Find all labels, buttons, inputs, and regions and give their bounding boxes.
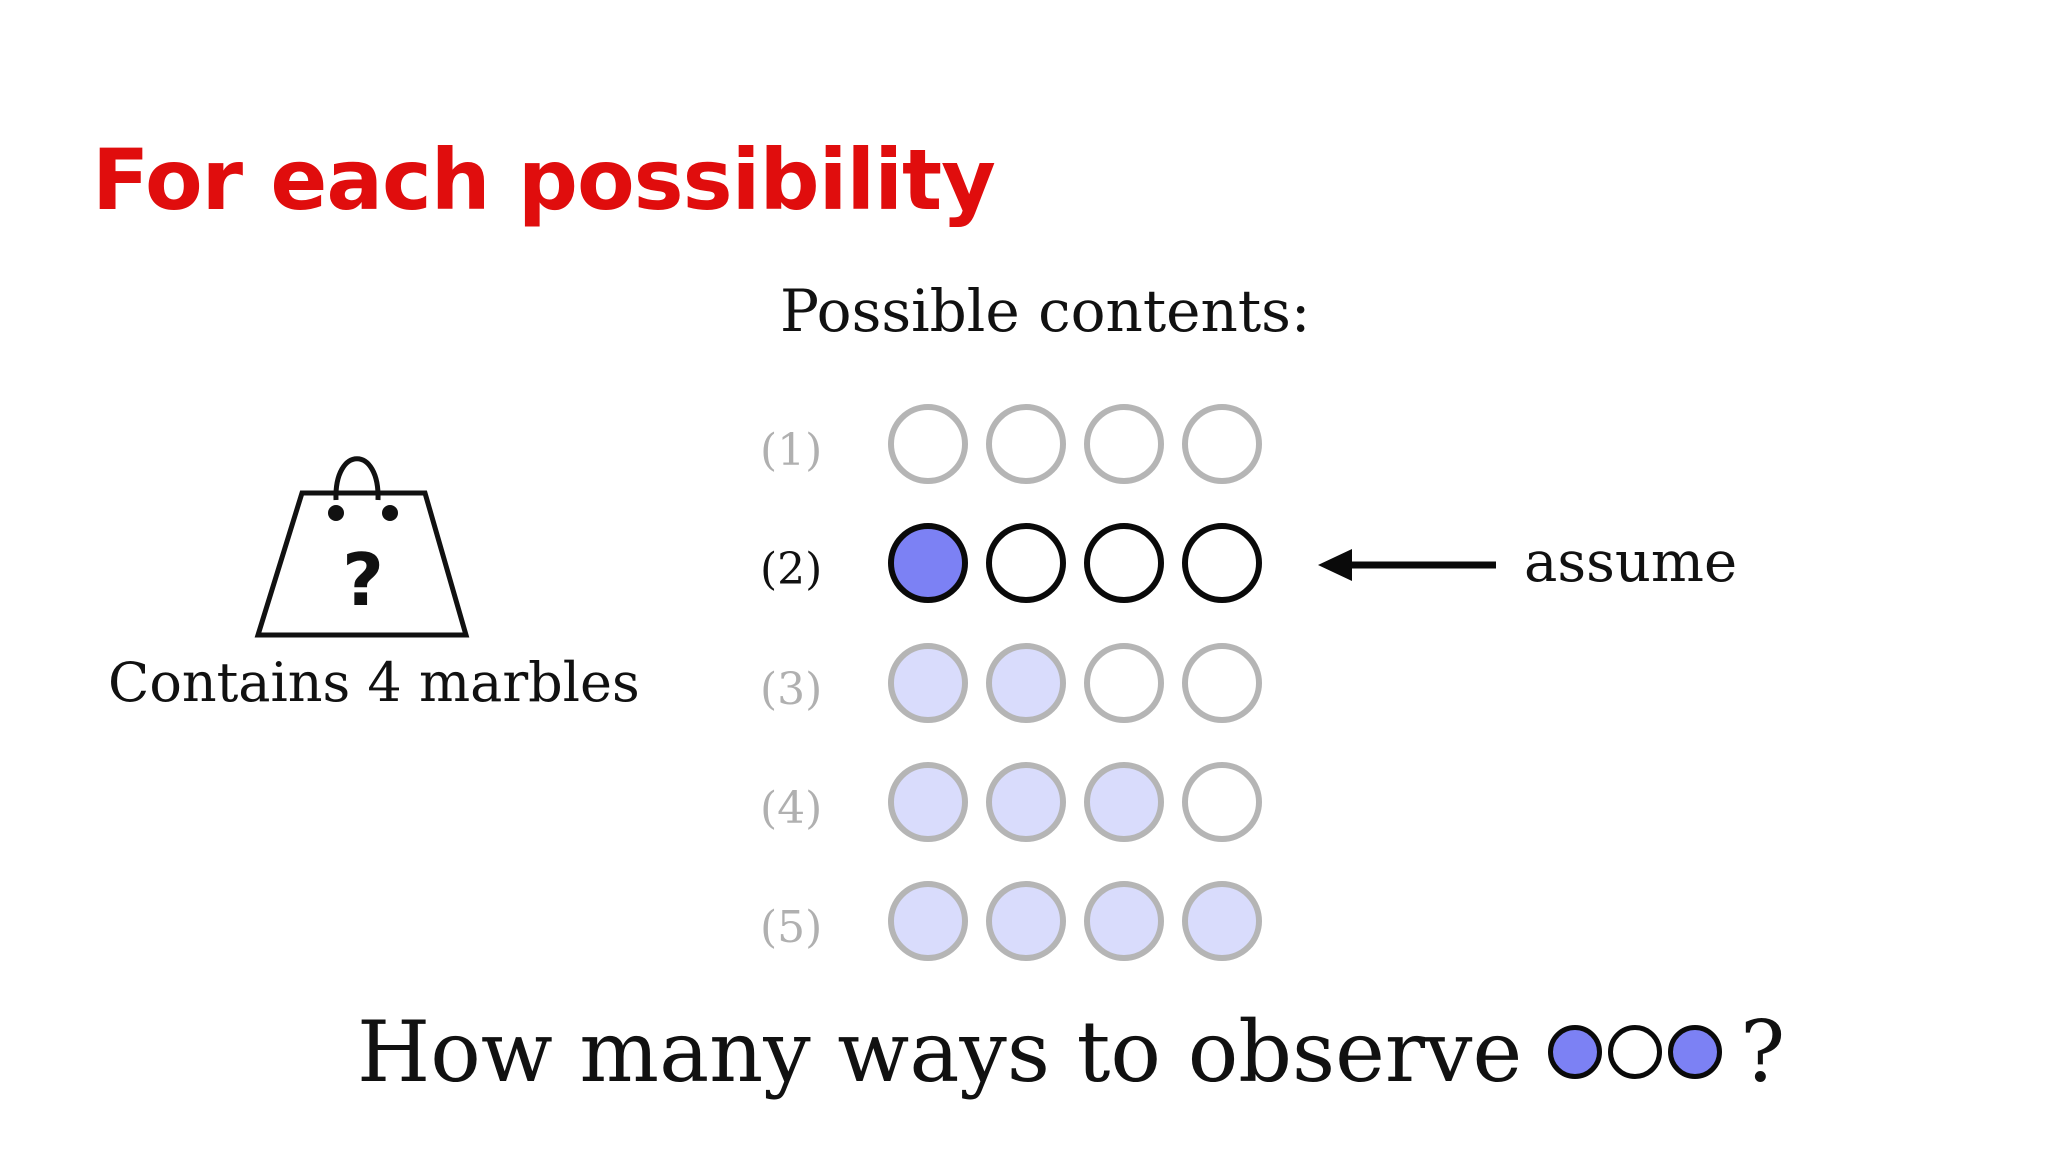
marble-set (888, 523, 1262, 603)
possibility-row: (4) (760, 762, 1320, 856)
white-marble (1182, 404, 1262, 484)
row-label: (2) (760, 544, 823, 595)
bag-caption: Contains 4 marbles (108, 651, 640, 714)
possibility-row: (2) (760, 523, 1320, 617)
white-marble (888, 404, 968, 484)
possibility-row: (3) (760, 643, 1320, 737)
row-label: (4) (760, 783, 823, 834)
row-label: (1) (760, 425, 823, 476)
row-label: (5) (760, 902, 823, 953)
question-mark: ? (1740, 1003, 1786, 1101)
white-marble (1084, 404, 1164, 484)
question-text: How many ways to observe (357, 1003, 1523, 1101)
marble-set (888, 881, 1262, 961)
white-marble (1182, 643, 1262, 723)
marble-set (888, 643, 1262, 723)
blue-marble (1084, 762, 1164, 842)
observed-blue-marble (1668, 1025, 1723, 1079)
possible-contents-header: Possible contents: (780, 277, 1311, 345)
blue-marble (888, 881, 968, 961)
blue-marble (986, 643, 1066, 723)
marble-set (888, 762, 1262, 842)
blue-marble (986, 881, 1066, 961)
blue-marble (888, 643, 968, 723)
white-marble (986, 404, 1066, 484)
bag-question-mark: ? (342, 538, 384, 622)
white-marble (1182, 762, 1262, 842)
white-marble (1084, 643, 1164, 723)
slide-title: For each possibility (92, 131, 996, 229)
possibility-row: (5) (760, 881, 1320, 975)
observation-question: How many ways to observe ? (357, 1010, 1785, 1094)
blue-marble (888, 762, 968, 842)
marble-set (888, 404, 1262, 484)
observed-blue-marble (1548, 1025, 1603, 1079)
white-marble (1084, 523, 1164, 603)
possibility-row: (1) (760, 404, 1320, 498)
assume-label: assume (1524, 530, 1738, 595)
white-marble (986, 523, 1066, 603)
left-arrow-icon (1318, 549, 1496, 581)
white-marble (1182, 523, 1262, 603)
shopping-bag-icon: ? (254, 456, 470, 638)
observed-sequence (1548, 1025, 1723, 1079)
row-label: (3) (760, 664, 823, 715)
observed-white-marble (1608, 1025, 1663, 1079)
blue-marble (888, 523, 968, 603)
blue-marble (1182, 881, 1262, 961)
blue-marble (1084, 881, 1164, 961)
blue-marble (986, 762, 1066, 842)
